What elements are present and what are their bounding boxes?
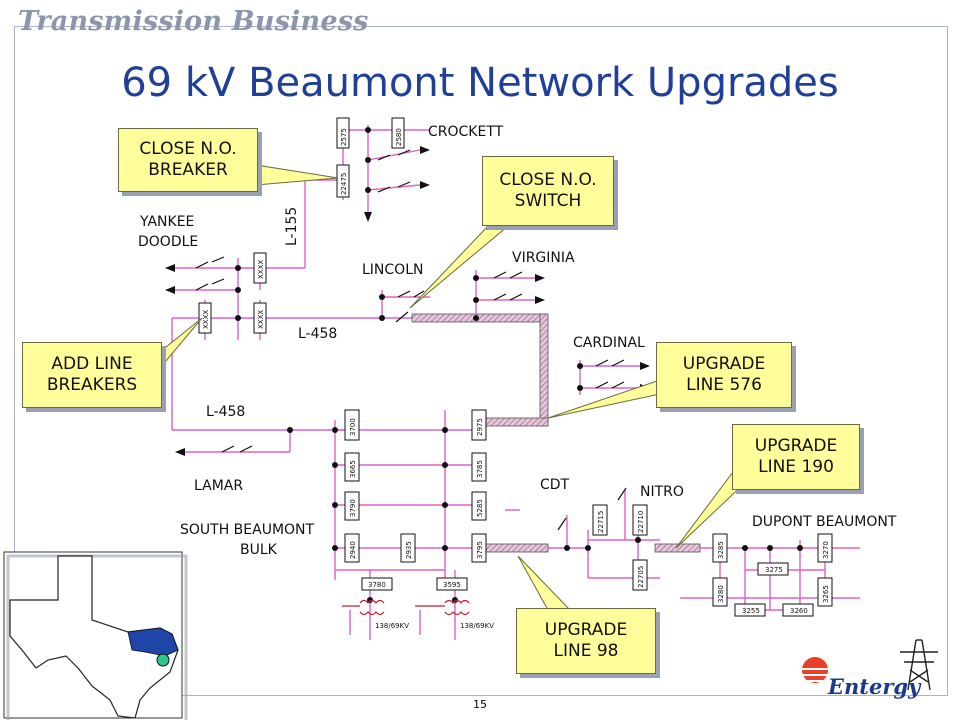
label-nitro: NITRO <box>640 484 684 500</box>
label-l155: L-155 <box>284 207 300 246</box>
breaker-labels: 2575 2580 22475 XXXX XXXX XXXX 3700 3665… <box>202 128 830 615</box>
label-doodle: DOODLE <box>138 234 198 250</box>
breaker-22705: 22705 <box>637 566 645 588</box>
breaker-3270: 3270 <box>822 541 830 559</box>
label-l458-top: L-458 <box>298 326 337 342</box>
breaker-22715: 22715 <box>597 511 605 533</box>
entergy-logo <box>800 657 830 683</box>
callout-close-switch: CLOSE N.O. SWITCH <box>482 156 614 226</box>
breaker-3785: 3785 <box>476 460 484 478</box>
label-south-beaumont: SOUTH BEAUMONT <box>180 522 315 538</box>
breaker-2575: 2575 <box>340 128 348 146</box>
breaker-3285: 3285 <box>717 541 725 559</box>
breaker-3790: 3790 <box>349 499 357 517</box>
breaker-3260: 3260 <box>790 607 808 615</box>
breaker-3795: 3795 <box>476 541 484 559</box>
breaker-2975: 2975 <box>476 418 484 436</box>
label-cdt: CDT <box>540 477 570 493</box>
breaker-boxes <box>198 117 833 617</box>
beaumont-region <box>127 627 179 657</box>
breaker-2580: 2580 <box>395 128 403 146</box>
page-number: 15 <box>473 698 487 711</box>
upgrade-line-576-bottom <box>475 417 549 427</box>
breaker-xxxx-2: XXXX <box>202 310 210 329</box>
callout-add-line-breakers: ADD LINE BREAKERS <box>22 342 162 408</box>
label-cardinal: CARDINAL <box>573 335 645 351</box>
breaker-3280: 3280 <box>717 585 725 603</box>
breaker-2935: 2935 <box>405 541 413 559</box>
upgrade-line-190 <box>654 543 701 553</box>
callout-upgrade-line-190: UPGRADE LINE 190 <box>732 424 860 490</box>
label-yankee: YANKEE <box>139 214 194 230</box>
label-lamar: LAMAR <box>194 478 243 494</box>
transformer-label-1: 138/69KV <box>375 622 409 630</box>
label-crockett: CROCKETT <box>428 124 504 140</box>
switches <box>195 149 627 531</box>
breaker-3255: 3255 <box>742 607 760 615</box>
label-dupont-beaumont: DUPONT BEAUMONT <box>752 514 897 530</box>
upgrade-line-576-vertical <box>539 313 549 427</box>
breaker-3780: 3780 <box>368 581 386 589</box>
texas-outline <box>9 555 179 719</box>
breaker-22475: 22475 <box>340 173 348 195</box>
label-l458-bottom: L-458 <box>206 404 245 420</box>
breaker-22710: 22710 <box>637 511 645 533</box>
breaker-3665: 3665 <box>349 460 357 478</box>
texas-map-inset <box>3 551 188 720</box>
callout-upgrade-line-576: UPGRADE LINE 576 <box>656 342 792 408</box>
breaker-3265: 3265 <box>822 585 830 603</box>
callout-upgrade-line-98: UPGRADE LINE 98 <box>516 608 656 674</box>
brand-title: Transmission Business <box>18 6 369 37</box>
line-network <box>171 122 860 640</box>
arrows <box>165 146 650 456</box>
transformer-label-2: 138/69KV <box>460 622 494 630</box>
beaumont-location-dot <box>156 653 170 667</box>
breaker-xxxx-3: XXXX <box>257 310 265 329</box>
callout-pointers <box>149 164 751 611</box>
entergy-logo-text: Entergy <box>828 674 921 699</box>
label-virginia: VIRGINIA <box>512 250 575 266</box>
callout-close-breaker: CLOSE N.O. BREAKER <box>118 128 258 192</box>
upgrade-line-98 <box>475 543 549 553</box>
transformers <box>342 599 470 616</box>
label-lincoln: LINCOLN <box>362 262 423 278</box>
breaker-3275: 3275 <box>765 566 783 574</box>
breaker-xxxx-1: XXXX <box>257 260 265 279</box>
label-bulk: BULK <box>240 542 278 558</box>
page-title: 69 kV Beaumont Network Upgrades <box>121 60 839 106</box>
breaker-5285: 5285 <box>476 499 484 517</box>
breaker-2940: 2940 <box>349 541 357 559</box>
breaker-3700: 3700 <box>349 418 357 436</box>
breaker-3595: 3595 <box>443 581 461 589</box>
transmission-tower-icon <box>900 639 938 691</box>
